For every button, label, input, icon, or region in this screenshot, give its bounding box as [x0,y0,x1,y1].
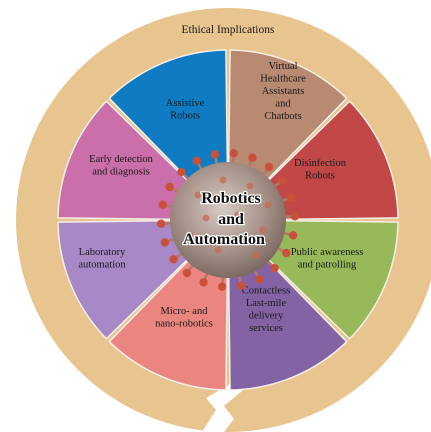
virus-surface-dot [234,211,242,219]
virus-surface-dot [214,246,222,254]
outer-title: Ethical Implications [182,24,275,36]
virus-spike-tip [156,219,166,228]
virus-surface-dot [194,191,202,199]
virus-spike-tip [270,263,279,273]
virus-spike-tip [248,153,257,162]
ring-notch [202,382,253,432]
virus-spike-tip [286,193,296,202]
virus-spike-tip [182,268,192,278]
virus-spike-tip [255,275,264,284]
virus-body [170,162,286,278]
virus-spike-tip [210,150,219,159]
virus-surface-dot [202,214,210,222]
hub-line: Automation [183,231,265,248]
virus-spike-tip [218,282,227,291]
virus-spike-tip [289,231,298,240]
virus-spike-tip [290,212,300,221]
virus-spike-tip [169,255,178,264]
hub-line: and [218,211,244,228]
virus-spike-tip [177,167,186,177]
virus-spike-tip [264,162,274,172]
virus-spike-tip [158,200,167,209]
virus-spike-tip [192,156,201,165]
virus-spike-tip [165,182,174,192]
virus-surface-dot [186,231,194,239]
hub-line: Robotics [201,190,261,207]
virus-surface-dot [219,176,227,184]
virus-spike-tip [199,278,208,287]
virus-surface-dot [259,226,267,234]
virus-spike-tip [278,176,287,185]
virus-graphic [156,149,300,291]
virus-spike-tip [282,248,291,258]
virus-spike-tip [229,149,238,158]
virus-surface-dot [252,251,260,259]
virus-surface-dot [264,201,272,209]
virus-spike-tip [237,281,246,290]
virus-spike-tip [160,238,170,247]
virus-surface-dot [246,182,254,190]
